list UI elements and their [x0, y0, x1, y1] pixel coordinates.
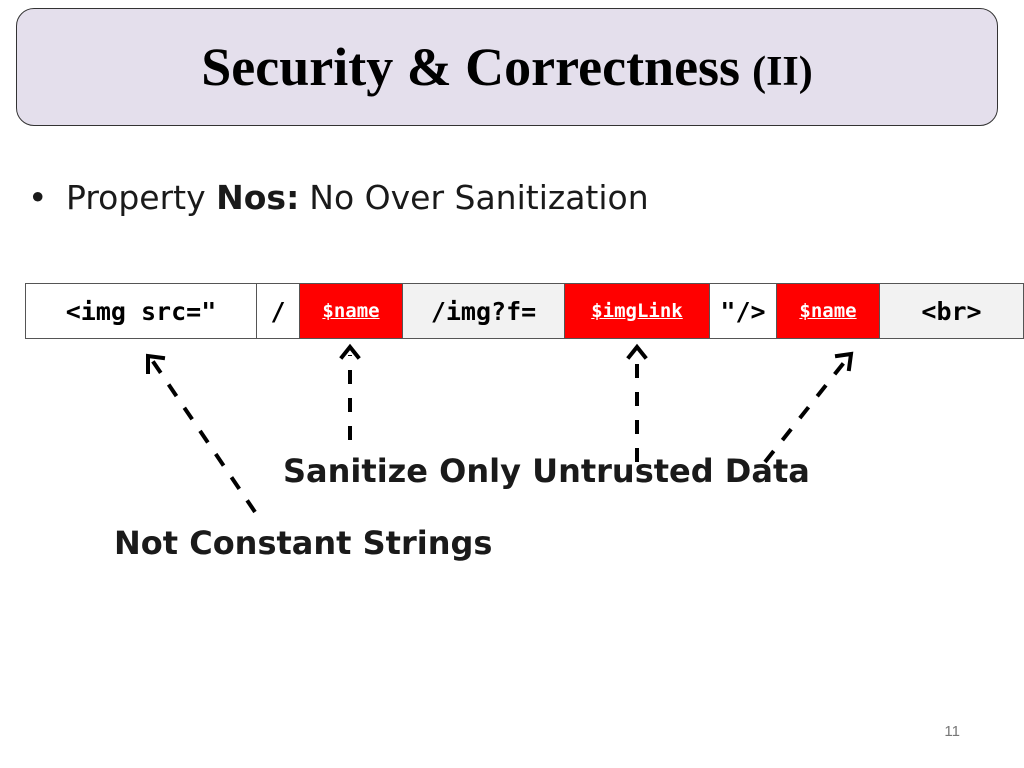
title-main: Security & Correctness: [201, 37, 741, 97]
bullet-prefix: Property: [66, 178, 217, 217]
code-segment-untrusted: $name: [776, 284, 879, 338]
arrowhead-icon: [339, 343, 361, 360]
bullet-description: No Over Sanitization: [309, 178, 649, 217]
code-segment-constant: <br>: [879, 284, 1024, 338]
label-constant-strings: Not Constant Strings: [114, 524, 493, 562]
bullet-item: • Property Nos:No Over Sanitization: [28, 178, 649, 217]
slide-title: Security & Correctness(II): [201, 36, 813, 98]
code-segment-untrusted: $name: [299, 284, 402, 338]
label-untrusted-data: Sanitize Only Untrusted Data: [283, 452, 810, 490]
arrowhead-icon: [834, 351, 854, 372]
bullet-term: Nos: [216, 178, 287, 217]
bullet-icon: •: [28, 178, 48, 217]
title-suffix: (II): [752, 49, 813, 95]
title-box: Security & Correctness(II): [16, 8, 998, 126]
code-template-row: <img src=" / $name /img?f= $imgLink "/> …: [25, 283, 1024, 339]
arrowhead-icon: [626, 343, 648, 360]
arrowhead-icon: [146, 353, 166, 374]
page-number: 11: [944, 723, 960, 740]
code-segment-untrusted: $imgLink: [564, 284, 709, 338]
arrow-to-name-2: [763, 358, 848, 464]
bullet-colon: :: [286, 178, 300, 217]
code-segment-constant: <img src=": [25, 284, 256, 338]
code-segment-constant: /img?f=: [402, 284, 564, 338]
arrow-to-constant-string: [150, 358, 257, 514]
code-segment-constant: "/>: [709, 284, 776, 338]
code-segment-constant: /: [256, 284, 299, 338]
